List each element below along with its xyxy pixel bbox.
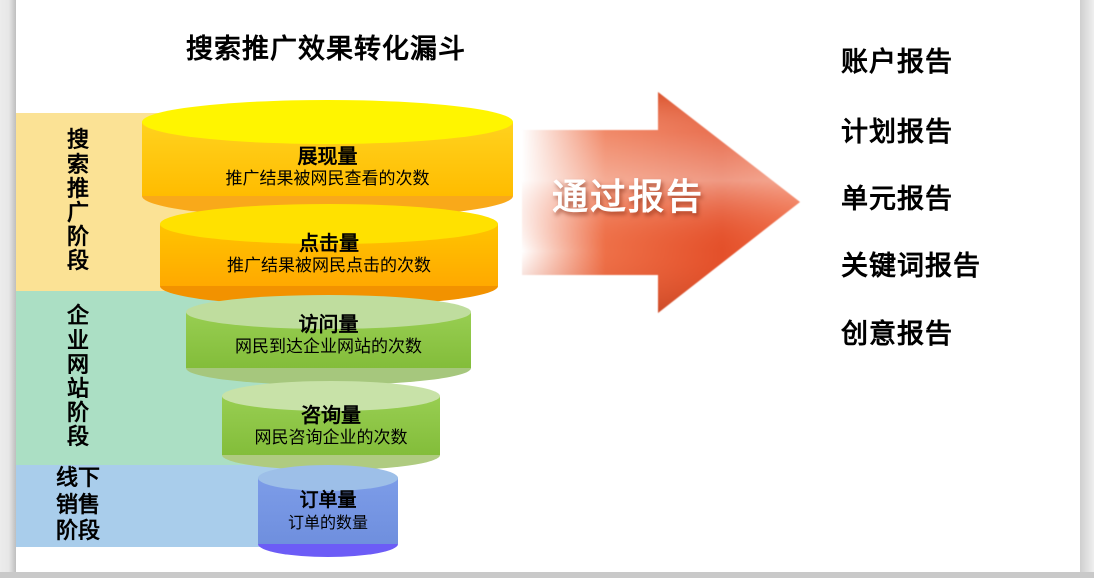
- level-description: 订单的数量: [287, 512, 368, 532]
- cylinder-top: [160, 204, 498, 244]
- cylinder-top: [258, 465, 398, 491]
- cylinder-top: [186, 295, 471, 329]
- stage-label-text: 线下销售阶段: [55, 465, 100, 545]
- level-description: 推广结果被网民查看的次数: [225, 169, 430, 189]
- report-item-creative: 创意报告: [841, 319, 953, 350]
- cylinder-text: 访问量 网民到达企业网站的次数: [186, 312, 471, 359]
- report-item-account: 账户报告: [841, 47, 953, 78]
- level-description: 网民咨询企业的次数: [254, 428, 408, 448]
- cylinder-top: [222, 381, 440, 411]
- level-name: 咨询量: [301, 403, 361, 427]
- cylinder-text: 订单量 订单的数量: [258, 489, 398, 533]
- canvas-gutter-bottom: [0, 572, 1094, 578]
- report-item-unit: 单元报告: [841, 184, 953, 215]
- diagram-title: 搜索推广效果转化漏斗: [186, 34, 466, 65]
- funnel-level-clicks: 点击量 推广结果被网民点击的次数: [160, 204, 498, 306]
- arrow-shape: [522, 92, 800, 313]
- funnel-level-visits: 访问量 网民到达企业网站的次数: [186, 295, 471, 385]
- stage-label-text: 搜索推广阶段: [66, 128, 89, 275]
- level-description: 推广结果被网民点击的次数: [227, 256, 431, 276]
- stage-label-search-promotion: 搜索推广阶段: [16, 113, 140, 291]
- level-name: 展现量: [297, 144, 358, 168]
- arrow-label: 通过报告: [552, 177, 705, 218]
- stage-band-offline-sales: [16, 465, 306, 547]
- report-arrow: [520, 85, 812, 320]
- funnel-level-orders: 订单量 订单的数量: [258, 465, 398, 557]
- level-name: 点击量: [299, 231, 359, 255]
- report-item-keyword: 关键词报告: [841, 251, 981, 282]
- level-name: 访问量: [298, 312, 359, 336]
- level-description: 网民到达企业网站的次数: [235, 337, 422, 357]
- cylinder-text: 展现量 推广结果被网民查看的次数: [142, 144, 513, 191]
- canvas-gutter-left: [0, 0, 16, 578]
- canvas-gutter-right: [1080, 0, 1094, 578]
- stage-label-company-website: 企业网站阶段: [16, 291, 140, 465]
- cylinder-top: [142, 100, 513, 144]
- cylinder-text: 点击量 推广结果被网民点击的次数: [160, 231, 498, 278]
- stage-label-text: 企业网站阶段: [66, 304, 89, 451]
- cylinder-text: 咨询量 网民咨询企业的次数: [222, 403, 440, 450]
- stage-label-offline-sales: 线下销售阶段: [16, 465, 140, 547]
- funnel-level-inquiries: 咨询量 网民咨询企业的次数: [222, 381, 440, 470]
- report-item-plan: 计划报告: [841, 117, 953, 148]
- level-name: 订单量: [299, 489, 357, 511]
- funnel-level-impressions: 展现量 推广结果被网民查看的次数: [142, 100, 513, 218]
